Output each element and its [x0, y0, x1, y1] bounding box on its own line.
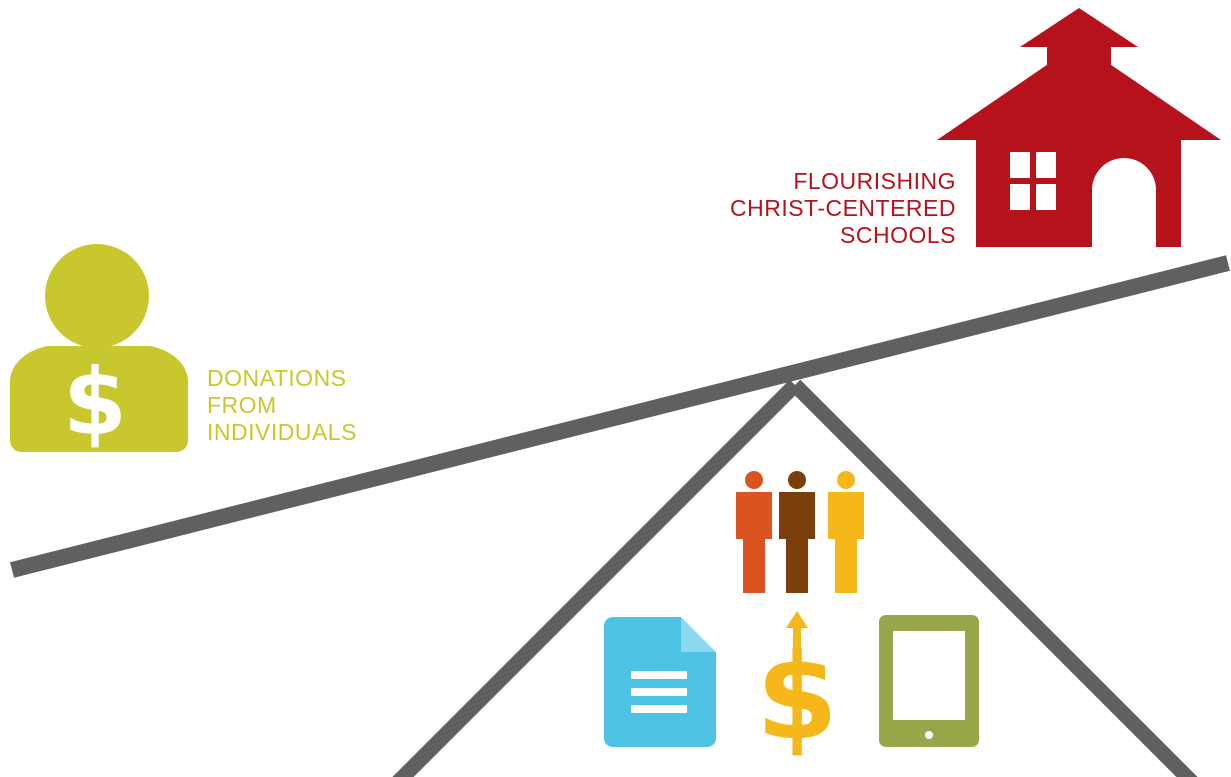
- donor-dollar-sign: $: [63, 349, 127, 456]
- schoolhouse-icon: [937, 8, 1221, 247]
- dollar-sign: $: [756, 628, 838, 766]
- dollar-arrow-up-icon: $: [756, 611, 838, 766]
- schools-label: FLOURISHING CHRIST-CENTERED SCHOOLS: [730, 168, 956, 249]
- donations-label-line-3: INDIVIDUALS: [207, 419, 357, 445]
- fulcrum-left-leg: [392, 379, 801, 777]
- tablet-icon: [879, 615, 979, 747]
- person-left-icon: [736, 471, 772, 593]
- school-window-icon: [1010, 152, 1056, 210]
- fulcrum-right-leg: [789, 379, 1198, 777]
- person-right-icon: [828, 471, 864, 593]
- seesaw-beam: [10, 255, 1230, 578]
- person-middle-icon: [779, 471, 815, 593]
- fulcrum: [392, 379, 1198, 777]
- donations-label-line-1: DONATIONS: [207, 365, 347, 391]
- three-people-icon: [736, 471, 864, 593]
- schools-label-line-1: FLOURISHING: [793, 168, 956, 194]
- schools-label-line-3: SCHOOLS: [840, 222, 956, 248]
- donations-label: DONATIONS FROM INDIVIDUALS: [207, 365, 357, 446]
- document-icon: [604, 617, 716, 747]
- schools-label-line-2: CHRIST-CENTERED: [729, 195, 956, 221]
- donations-label-line-2: FROM: [207, 392, 277, 418]
- donor-person-dollar-icon: $: [10, 244, 188, 456]
